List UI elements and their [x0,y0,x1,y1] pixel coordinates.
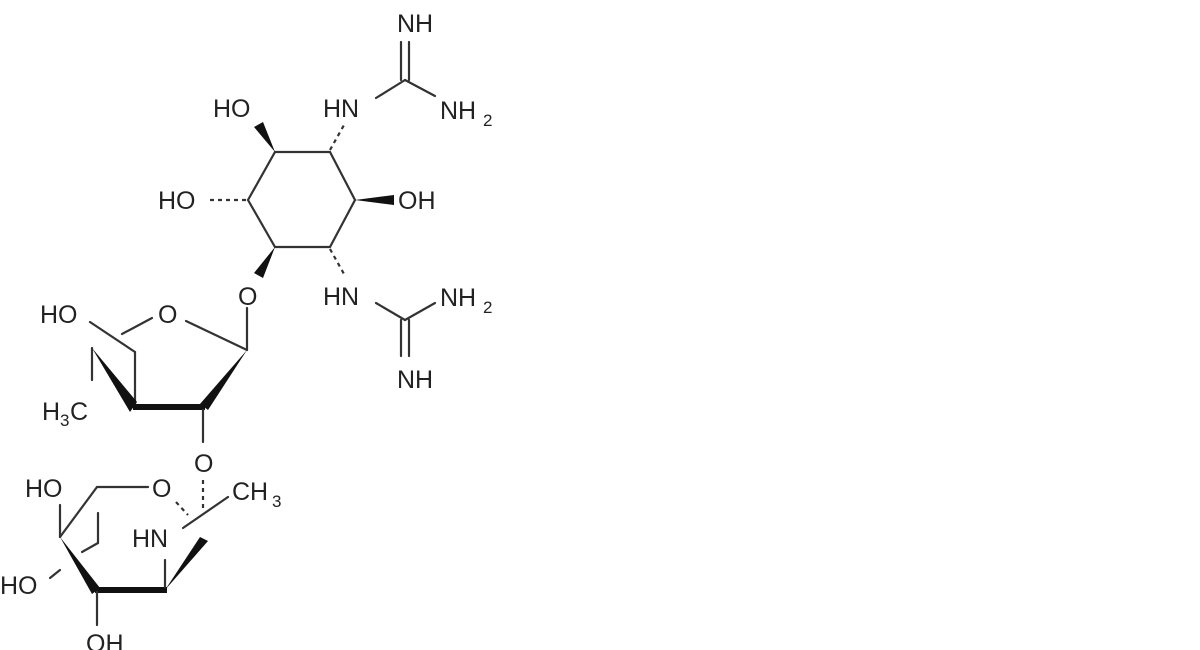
atom-nh-top: NH [397,10,433,38]
ring-substituent-bonds [208,122,394,278]
atom-ch3: CH [232,478,268,506]
atom-hn-top: HN [323,95,359,123]
atom-oh-right: OH [398,187,436,215]
atom-nh2-mid: NH [440,284,476,312]
atom-ho-top: HO [213,95,251,123]
atom-o-pyranose: O [152,475,171,503]
atom-ho-left: HO [158,187,196,215]
atom-ho-furanose: HO [40,301,78,329]
atom-h3c-subscript: 3 [60,411,69,430]
atom-h3c-c: C [70,398,88,426]
guanidine-mid-bonds [374,301,437,358]
atom-hn-pyranose: HN [132,525,168,553]
furanose-ring [88,306,249,444]
atom-nh2-mid-subscript: 2 [483,298,492,317]
atom-oh-bottom: OH [86,630,124,650]
atom-o-glycosidic-1: O [238,283,257,311]
atom-ho-pyranose-2: HO [0,572,38,600]
cyclohexane-ring [246,150,357,249]
atom-o-glycosidic-2: O [194,450,213,478]
atom-nh-mid: NH [397,366,433,394]
atom-h3c: H [42,398,60,426]
atom-hn-mid: HN [323,283,359,311]
pyranose-ring [48,480,230,627]
atom-ch3-subscript: 3 [272,492,281,511]
atom-ho-pyranose: HO [25,475,63,503]
guanidine-top-bonds [374,40,437,100]
atom-nh2-top-subscript: 2 [483,111,492,130]
atom-nh2-top: NH [440,97,476,125]
atom-o-furanose: O [158,301,177,329]
